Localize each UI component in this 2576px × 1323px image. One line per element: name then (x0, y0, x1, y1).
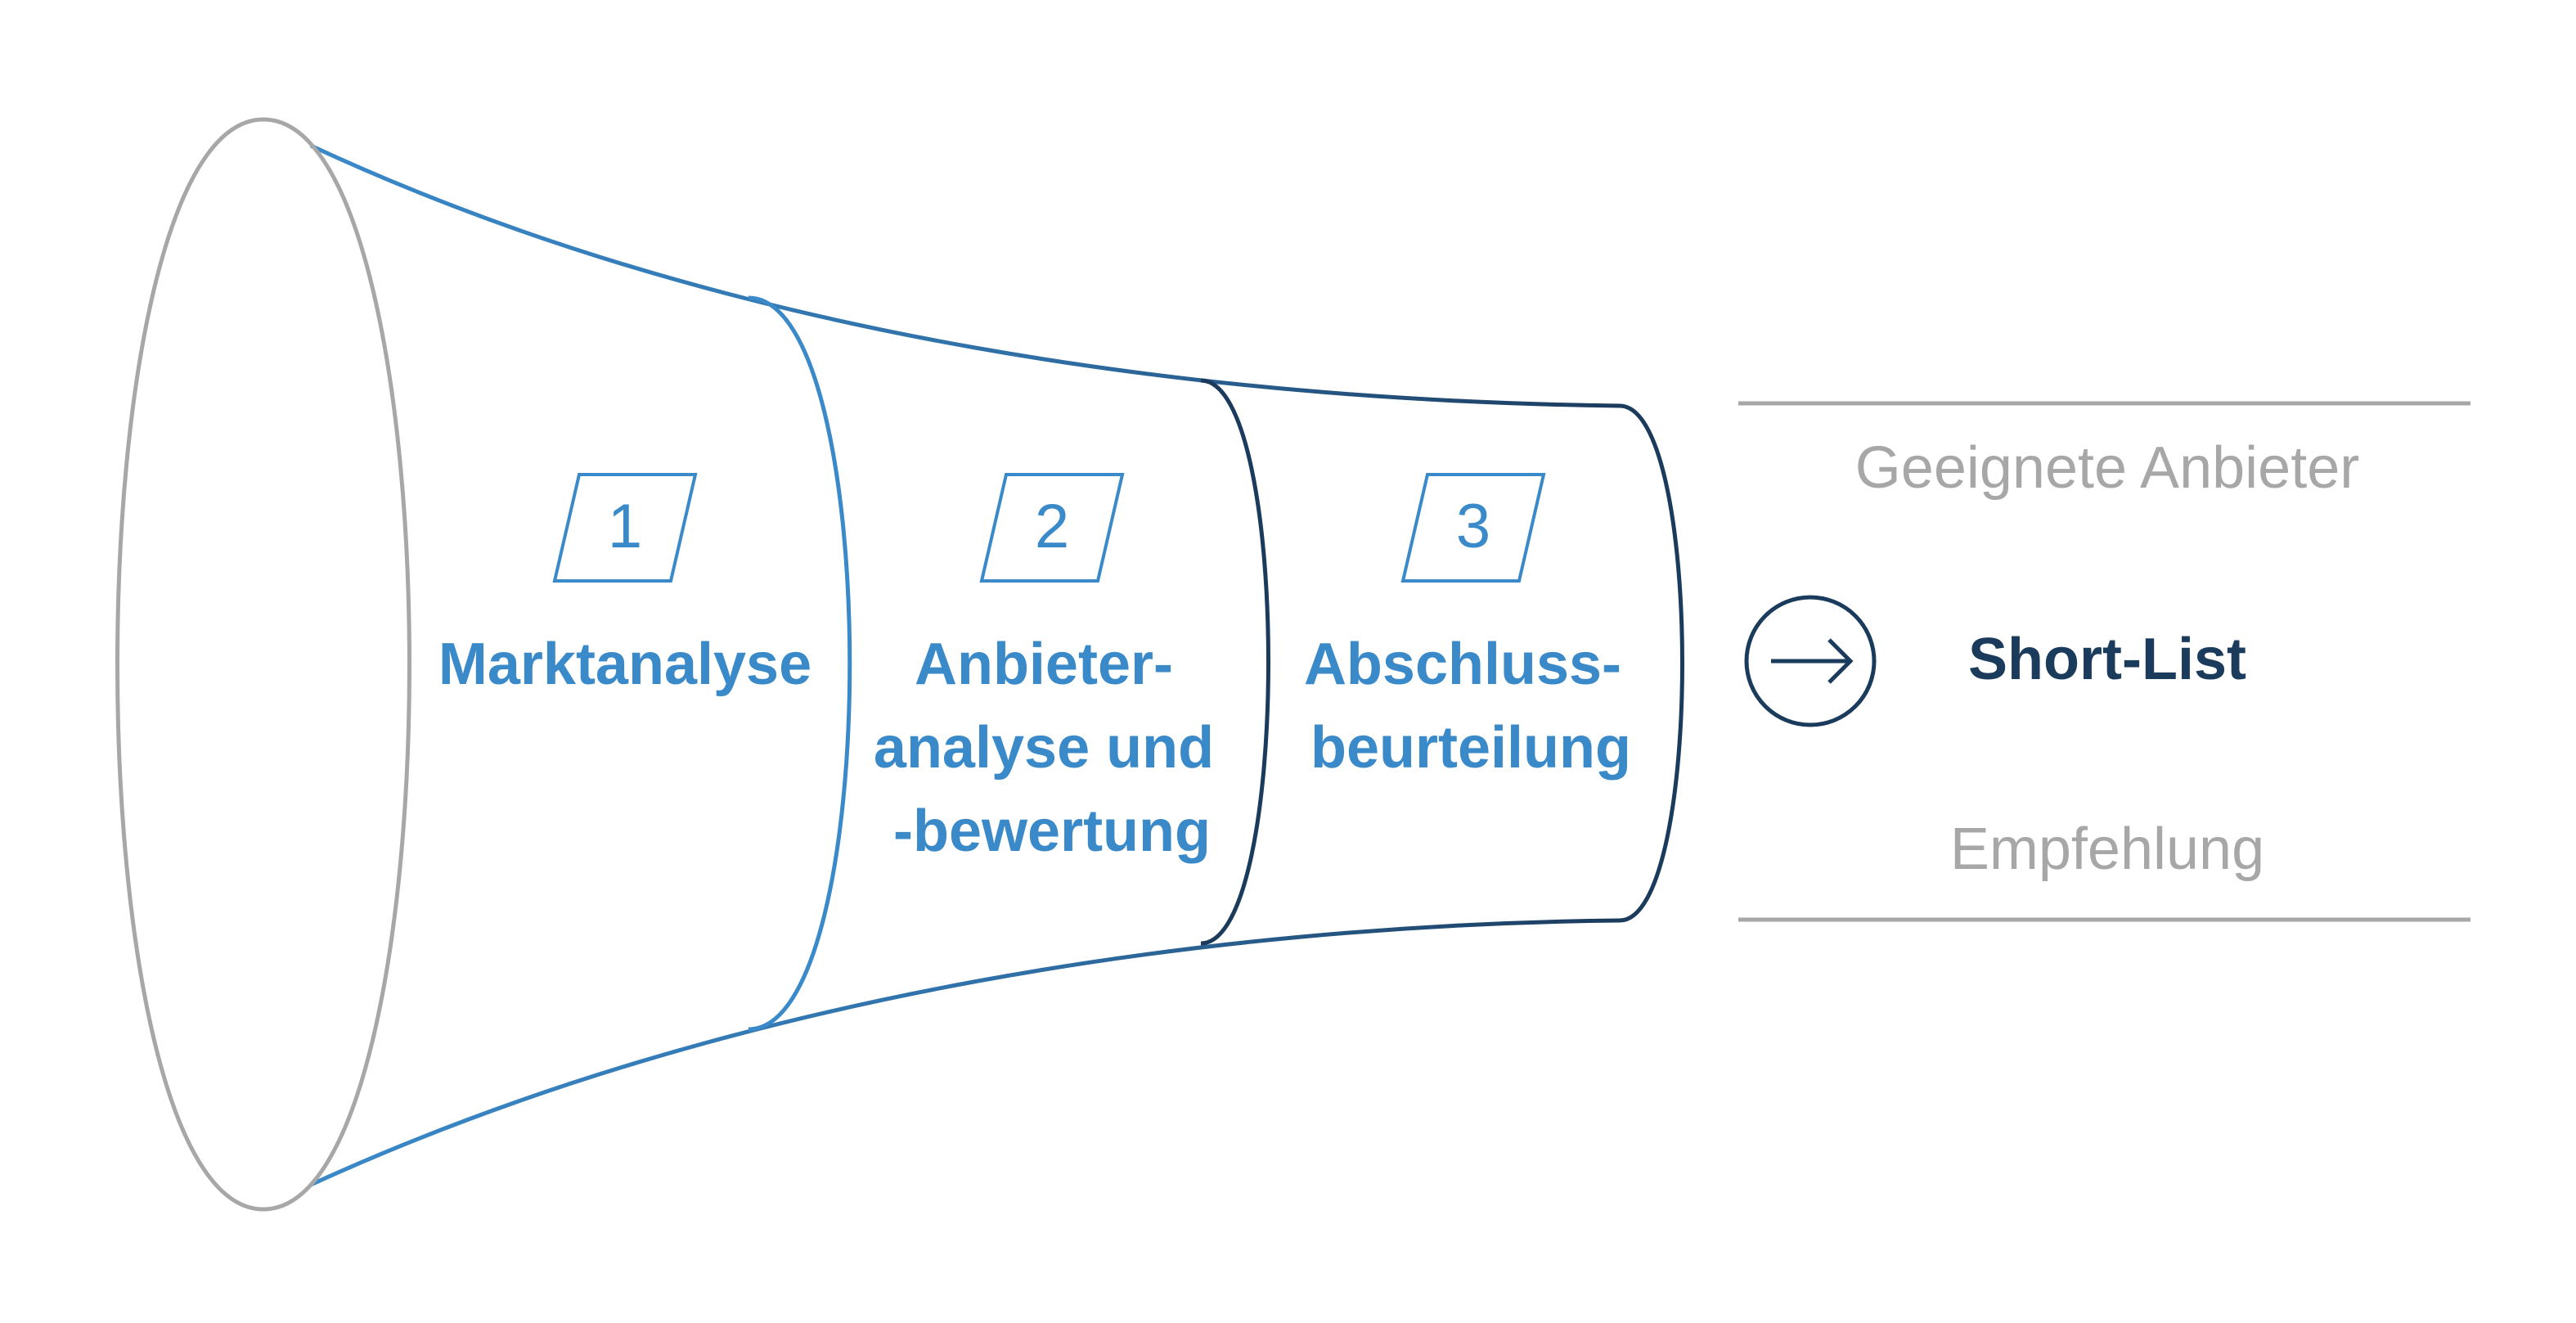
stage-1: 1 Marktanalyse (438, 473, 811, 697)
result-main-text: Short-List (1968, 627, 2246, 692)
funnel-bottom-edge (309, 918, 1621, 1187)
stage-2-label-line: -bewertung (893, 799, 1211, 864)
stage-1-label: Marktanalyse (438, 632, 811, 697)
stage-2-number-box (979, 473, 1125, 583)
stage-2-number: 2 (1035, 492, 1069, 561)
stage-3-number-box (1400, 473, 1546, 583)
stage-1-number: 1 (608, 492, 642, 561)
stage-2-label-line: analyse und (874, 715, 1214, 781)
divider-3 (1619, 403, 1684, 923)
divider-2 (1200, 378, 1270, 946)
result-block: Geeignete Anbieter Short-List Empfehlung (1738, 401, 2470, 922)
result-bottom-text: Empfehlung (1950, 817, 2264, 882)
divider-1 (748, 295, 852, 1032)
funnel-top-edge (309, 143, 1621, 408)
stage-3-label: Abschluss- beurteilung (1304, 632, 1638, 781)
funnel-mouth-ellipse (115, 117, 411, 1212)
stage-2-label: Anbieter- analyse und -bewertung (874, 632, 1230, 864)
stage-3-label-line: beurteilung (1310, 715, 1631, 781)
stage-2: 2 Anbieter- analyse und -bewertung (874, 473, 1230, 864)
stage-3-label-line: Abschluss- (1304, 632, 1621, 697)
stage-3-number: 3 (1456, 492, 1490, 561)
result-top-text: Geeignete Anbieter (1855, 435, 2359, 501)
stage-3: 3 Abschluss- beurteilung (1304, 473, 1638, 781)
stage-1-number-box (552, 473, 698, 583)
arrow-right-icon (1744, 595, 1877, 727)
stage-2-label-line: Anbieter- (915, 632, 1173, 697)
stage-1-label-line: Marktanalyse (438, 632, 811, 697)
